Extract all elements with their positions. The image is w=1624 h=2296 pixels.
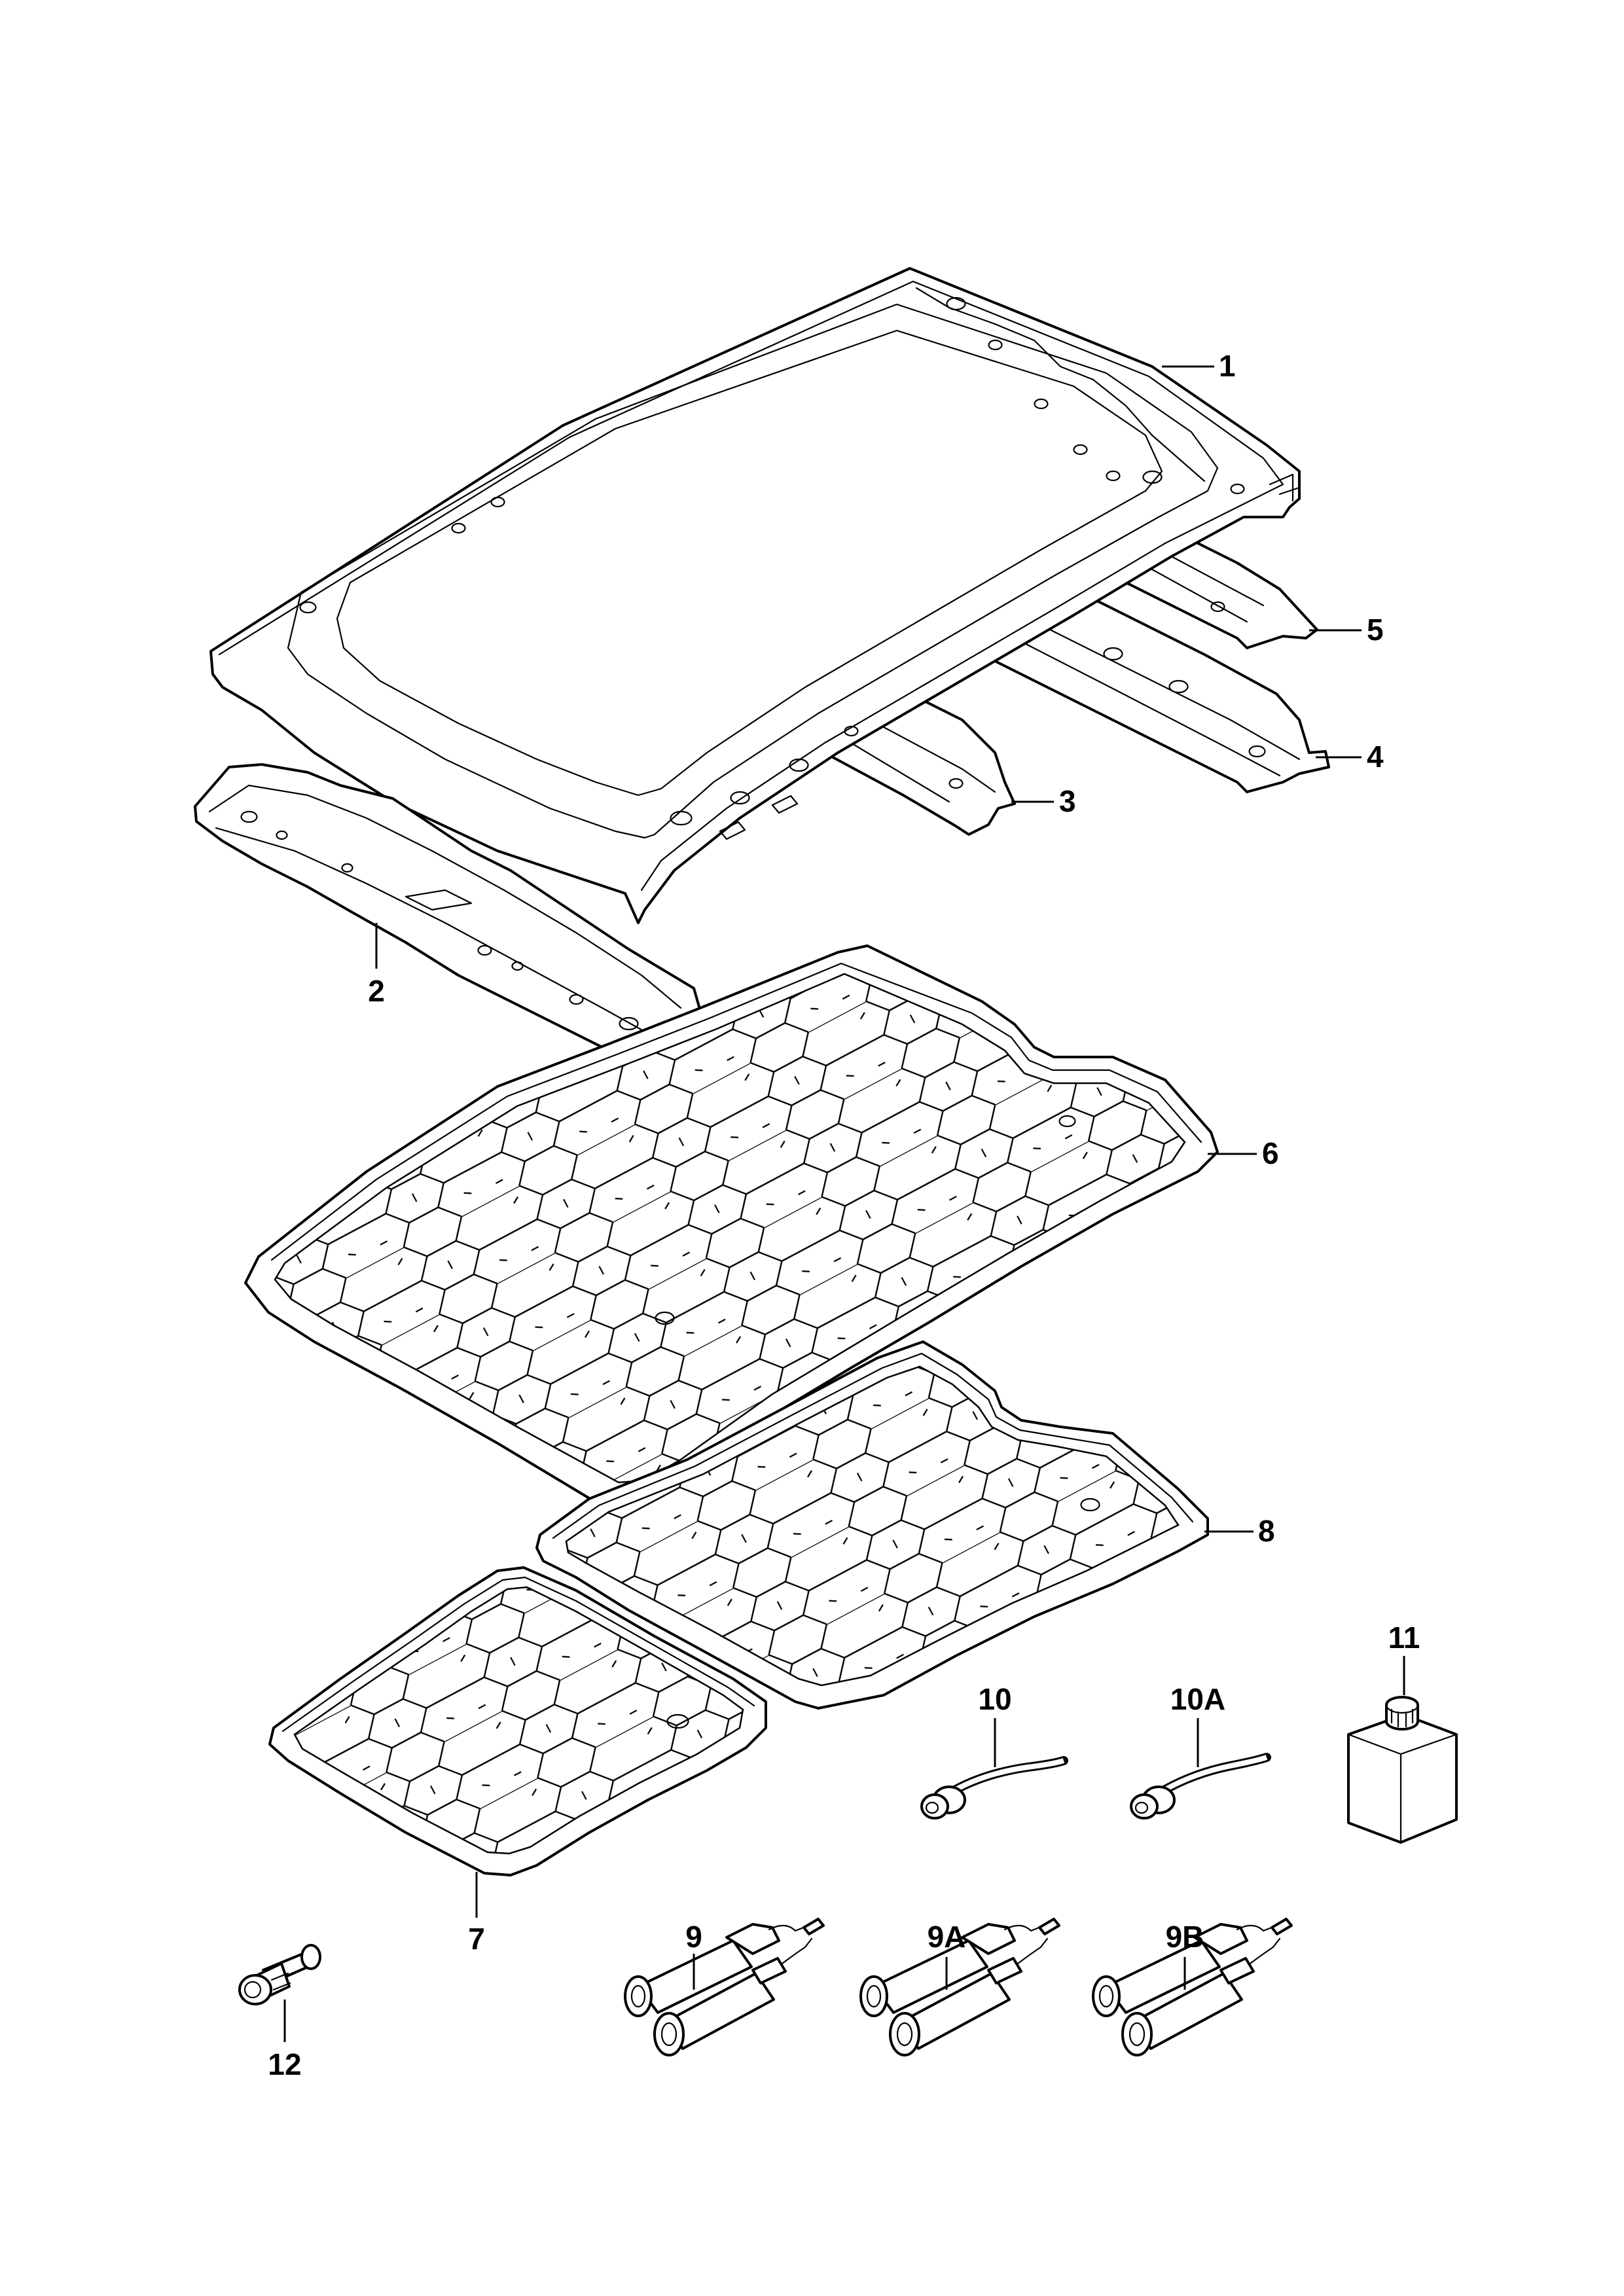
callout-2: 2: [368, 974, 385, 1008]
callout-10a: 10A: [1170, 1682, 1225, 1716]
callout-7: 7: [468, 1922, 485, 1956]
callout-10: 10: [978, 1682, 1011, 1716]
part-1-roof-panel: [209, 267, 1301, 924]
callout-8: 8: [1258, 1514, 1275, 1548]
part-12-fastener-clip: [238, 1944, 321, 2005]
callout-11: 11: [1388, 1621, 1420, 1655]
part-10a-drain-hose: [1130, 1753, 1271, 1820]
part-10-drain-hose: [920, 1756, 1068, 1820]
callout-labels: 1 2 3 4 5 6 7 8 9 9A 9B 10 10A 11 12: [268, 349, 1420, 2081]
part-7-rear-floor-mat: [268, 1566, 767, 1876]
callout-12: 12: [268, 2047, 301, 2081]
part-6-front-floor-mat: [244, 944, 1219, 1510]
part-9-adhesive-cartridge: [624, 1918, 825, 2056]
callout-3: 3: [1059, 784, 1076, 818]
callout-9: 9: [685, 1920, 702, 1954]
callout-5: 5: [1367, 613, 1384, 647]
leader-lines: [283, 365, 1405, 2042]
callout-1: 1: [1219, 349, 1236, 383]
callout-4: 4: [1367, 740, 1384, 774]
part-9a-adhesive-cartridge: [859, 1918, 1060, 2056]
callout-9a: 9A: [928, 1920, 966, 1954]
callout-6: 6: [1262, 1136, 1279, 1170]
part-9b-adhesive-cartridge: [1092, 1918, 1293, 2056]
callout-9b: 9B: [1166, 1920, 1204, 1954]
part-11-adhesive-bottle: [1347, 1696, 1458, 1844]
part-8-rear-floor-mat: [535, 1340, 1209, 1710]
